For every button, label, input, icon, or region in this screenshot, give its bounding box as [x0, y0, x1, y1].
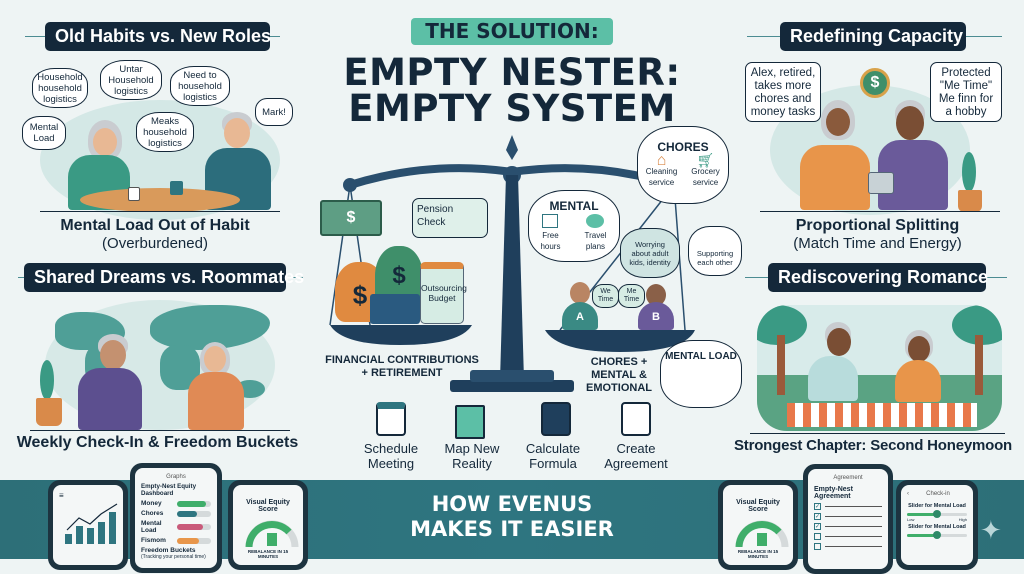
checklist-item[interactable]: [814, 543, 882, 550]
caption: Weekly Check-In & Freedom Buckets: [16, 434, 299, 451]
support-bubble: Supporting each other: [688, 226, 742, 276]
phone-dashboard: Graphs Empty-Nest Equity Dashboard Money…: [130, 463, 222, 573]
page-title-line2: EMPTY SYSTEM: [348, 87, 676, 130]
calculator-icon: [541, 402, 571, 436]
phone-equity-score: Visual Equity Score REBALANCE IN 15 MINU…: [228, 480, 308, 570]
credit-card-icon: [370, 294, 420, 324]
gauge-icon: [245, 520, 299, 548]
thought-bubble: Mental Load: [22, 116, 66, 150]
pension-check: Pension Check: [412, 198, 488, 238]
we-time-bubble: We Time: [592, 284, 619, 308]
caption: Strongest Chapter: Second Honeymoon: [733, 437, 1013, 454]
gauge-icon: [735, 520, 789, 548]
cart-icon: 🛒︎: [696, 152, 715, 168]
phone-chart: ≡: [48, 480, 128, 570]
checkbox-icon: ✓: [814, 523, 821, 530]
me-time-bubble: Me Time: [618, 284, 645, 308]
heading-redefining-capacity: Redefining Capacity: [780, 22, 966, 51]
coin-icon: $: [860, 68, 890, 98]
mug-icon: [128, 187, 140, 201]
checkbox-icon: ✓: [814, 503, 821, 510]
tablet-icon: [868, 172, 894, 194]
map-icon: [455, 405, 485, 439]
heading-shared-dreams: Shared Dreams vs. Roommates: [24, 263, 304, 292]
speech-bubble: Alex, retired, takes more chores and mon…: [745, 62, 821, 122]
subcaption: (Overburdened): [102, 235, 208, 252]
house-icon: ⌂: [656, 152, 667, 169]
page-title-line1: EMPTY NESTER:: [343, 51, 681, 94]
caption: Proportional Splitting: [795, 217, 960, 234]
solution-kicker: THE SOLUTION:: [411, 18, 613, 45]
person-a: A: [562, 302, 598, 330]
calendar-icon: [542, 213, 559, 228]
checkbox-icon: [814, 543, 821, 550]
mental-load-slider[interactable]: [907, 510, 967, 518]
subcaption: (Match Time and Energy): [793, 235, 962, 252]
right-pan-caption: CHORES +MENTAL &EMOTIONAL: [586, 356, 652, 394]
speech-bubble: Mark!: [255, 98, 293, 126]
chores-cloud: CHORES ⌂Cleaning service🛒︎Grocery servic…: [637, 126, 729, 204]
checklist-item[interactable]: ✓: [814, 523, 882, 530]
worry-bubble: Worrying about adult kids, identity: [620, 228, 680, 278]
plant-icon: [962, 152, 976, 192]
checklist-item[interactable]: ✓: [814, 503, 882, 510]
mug-icon: [170, 181, 183, 195]
mental-load-cloud: MENTAL LOAD: [660, 340, 742, 408]
plant-icon: [40, 360, 54, 400]
heading-old-habits: Old Habits vs. New Roles: [45, 22, 271, 51]
cash-icon: $: [320, 200, 382, 236]
mental-load-slider[interactable]: [907, 531, 967, 539]
balance-scale-icon: [329, 135, 695, 392]
thought-bubble: Meaks household logistics: [136, 112, 194, 152]
checkbox-icon: ✓: [814, 513, 821, 520]
brain-icon: [586, 213, 605, 228]
outsourcing-jar: Outsourcing Budget: [420, 262, 467, 324]
thought-bubble: Household household logistics: [32, 68, 88, 108]
left-pan-caption: FINANCIAL CONTRIBUTIONS+ RETIREMENT: [325, 354, 479, 379]
checklist-item[interactable]: [814, 533, 882, 540]
document-pen-icon: [621, 402, 651, 436]
caption: Mental Load Out of Habit: [60, 217, 250, 234]
person-b: B: [638, 302, 674, 330]
menu-icon: ≡: [59, 491, 64, 500]
checkbox-icon: [814, 533, 821, 540]
thought-bubble: Untar Household logistics: [100, 60, 162, 100]
growth-chart-icon: [65, 503, 118, 544]
sparkle-icon: ✦: [980, 515, 1002, 545]
checklist-item[interactable]: ✓: [814, 513, 882, 520]
thought-bubble: Need to household logistics: [170, 66, 230, 106]
back-icon: ‹: [907, 491, 909, 497]
phone-agreement: Agreement Empty-Nest Agreement ✓✓✓: [803, 464, 893, 574]
phone-equity-score: Visual Equity Score REBALANCE IN 15 MINU…: [718, 480, 798, 570]
heading-rediscovering-romance: Rediscovering Romance: [768, 263, 988, 292]
agreement-checklist: ✓ ✓ ✓: [814, 503, 882, 550]
calendar-icon: [376, 402, 406, 436]
speech-bubble: Protected "Me Time" Me finn for a hobby: [930, 62, 1002, 122]
